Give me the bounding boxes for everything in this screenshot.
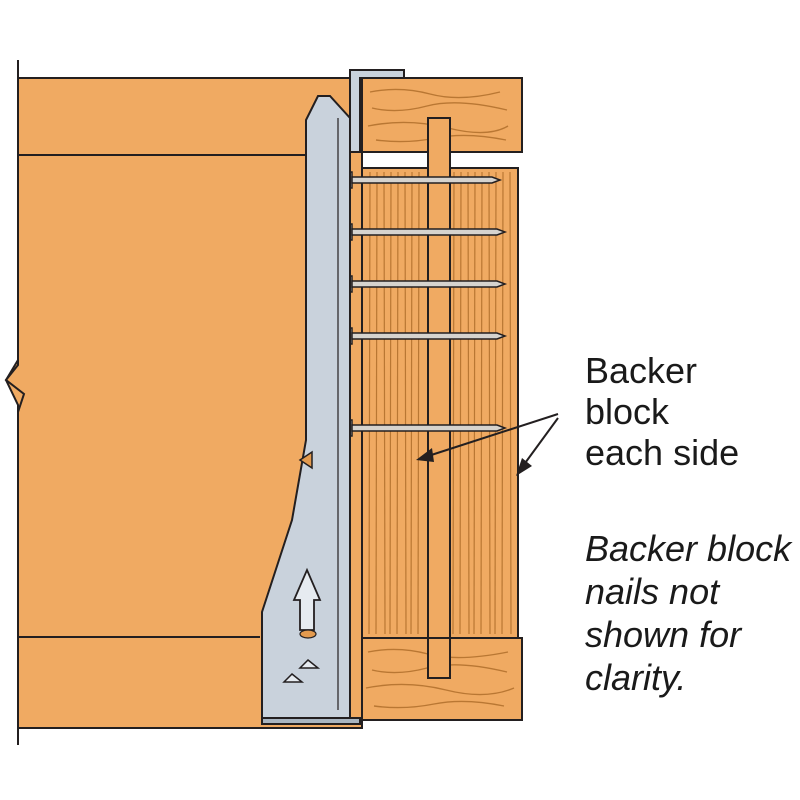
grain-line [383,171,386,635]
grain-line [389,171,392,635]
grain-line [488,171,491,635]
grain-line [501,171,504,635]
backer-block-label-line: block [585,391,670,432]
grain-line [375,171,378,635]
grain-line [480,171,483,635]
clarity-note-line: nails not [585,571,720,612]
hanger-seat [261,717,361,725]
hanger-flange [261,95,351,719]
grain-line [509,171,512,635]
grain-line [473,171,476,635]
clarity-note-line: Backer block [585,528,792,569]
hanger-nail-head [282,672,305,683]
grain-line [467,171,470,635]
header-beam [4,60,363,745]
joist-web-bottom [427,637,451,679]
grain-line [417,171,420,635]
leader-line-2 [519,417,559,471]
break-line-icon [4,340,26,440]
leader-arrows [416,413,559,476]
clarity-note: Backer block nails not shown for clarity… [585,527,791,699]
grain-line [459,171,462,635]
hanger-dimple-shadow [299,629,317,639]
clarity-note-line: shown for [585,614,742,655]
grain-line [452,171,455,635]
top-flange-grain [367,88,509,143]
joist-bottom-flange [361,637,523,721]
hanger-tab-triangle [298,450,313,470]
grain-line [396,171,399,635]
backer-block-label-line: Backer [585,350,698,391]
clarity-note-line: clarity. [585,657,687,698]
face-mount-hanger-icon [261,69,405,725]
leader-line-1 [421,413,559,459]
leader-arrow-icon [416,448,434,462]
joist-web [427,117,451,679]
backer-block-label: Backer block each side [585,350,739,473]
backer-block-label-line: each side [585,432,740,473]
grain-line [410,171,413,635]
grain-line [404,171,407,635]
grain-line [494,171,497,635]
leader-arrow-icon [516,458,532,476]
backer-block-grain [368,171,512,635]
hanger-nail-head [298,658,321,669]
grain-line [368,171,371,635]
